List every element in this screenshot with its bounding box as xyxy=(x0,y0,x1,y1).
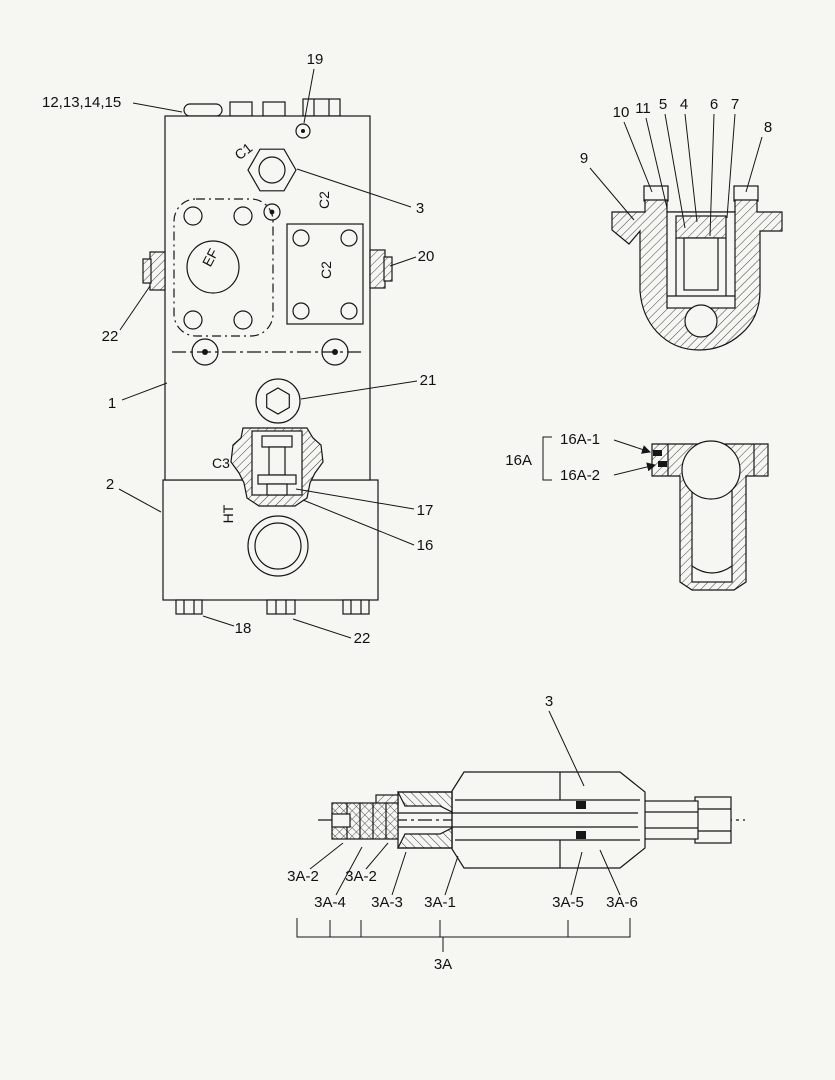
callout-19: 19 xyxy=(307,51,324,68)
port-label-c3: C3 xyxy=(212,455,230,471)
callout-22-bottom: 22 xyxy=(354,630,371,647)
callout-3-cartridge: 3 xyxy=(545,693,553,710)
callout-3a-bracket xyxy=(296,918,631,952)
hole-19 xyxy=(295,123,311,139)
ef-port-circle xyxy=(186,240,240,294)
clamp-seal-16a-2 xyxy=(658,461,667,467)
callout-16a: 16A xyxy=(505,452,532,469)
main-valve-block-view: C1 C2 C2 EF C3 HT 12,13,14,15 19 3 20 22… xyxy=(42,51,436,647)
section-poppet xyxy=(683,237,719,291)
cartridge-stem-right xyxy=(637,800,699,840)
callout-3a-3: 3A-3 xyxy=(371,894,403,911)
callout-12-13-14-15: 12,13,14,15 xyxy=(42,94,121,111)
callout-21: 21 xyxy=(420,372,437,389)
callout-2: 2 xyxy=(106,476,114,493)
section-ball xyxy=(684,304,718,338)
section-view: 9 10 11 5 4 6 7 8 xyxy=(580,96,783,351)
callout-5: 5 xyxy=(659,96,667,113)
callout-16a-bracket xyxy=(542,436,552,481)
port-label-c2-plate: C2 xyxy=(318,261,334,279)
right-port-item-20 xyxy=(369,249,393,289)
callout-3a-group: 3A xyxy=(434,956,452,973)
callout-9: 9 xyxy=(580,150,588,167)
c3-valve-section xyxy=(230,427,324,507)
callout-18: 18 xyxy=(235,620,252,637)
top-bolt-oval xyxy=(183,103,223,117)
callout-11: 11 xyxy=(635,100,651,117)
clamp-bore-circle xyxy=(681,440,741,500)
mount-hole-left xyxy=(191,338,219,366)
gasket-hole xyxy=(183,310,203,330)
section-bolt-right xyxy=(733,185,759,202)
callout-10: 10 xyxy=(613,104,630,121)
cartridge-seal-bottom xyxy=(576,831,586,839)
port-label-c2-top: C2 xyxy=(316,191,332,209)
main-view-callouts: 12,13,14,15 19 3 20 22 1 21 17 16 2 18 2… xyxy=(42,51,436,647)
cartridge-hex-end xyxy=(694,796,732,844)
top-bolt-b xyxy=(262,101,286,117)
clamp-fitting-view: 16A 16A-1 16A-2 xyxy=(505,431,769,591)
callout-8: 8 xyxy=(764,119,772,136)
callout-1: 1 xyxy=(108,395,116,412)
top-bolt-a xyxy=(229,101,253,117)
callout-4: 4 xyxy=(680,96,688,113)
callout-3a-6: 3A-6 xyxy=(606,894,638,911)
callout-3a-2-right: 3A-2 xyxy=(345,868,377,885)
callout-3a-4: 3A-4 xyxy=(314,894,346,911)
callout-16: 16 xyxy=(417,537,434,554)
c1-plug xyxy=(247,148,297,192)
callout-3a-5: 3A-5 xyxy=(552,894,584,911)
cartridge-seal-top xyxy=(576,801,586,809)
left-port-item-22 xyxy=(142,251,166,291)
callout-3a-1: 3A-1 xyxy=(424,894,456,911)
callout-3: 3 xyxy=(416,200,424,217)
callout-16a-2: 16A-2 xyxy=(560,467,600,484)
gasket-outline xyxy=(173,198,274,337)
gasket-hole xyxy=(183,206,203,226)
clamp-seal-16a-1 xyxy=(653,450,662,456)
port-label-ef: EF xyxy=(199,246,222,269)
cartridge-adapter-nut xyxy=(397,791,453,849)
callout-22-left: 22 xyxy=(102,328,119,345)
gasket-hole xyxy=(233,206,253,226)
c2-plate xyxy=(286,223,364,325)
callout-17: 17 xyxy=(417,502,434,519)
callout-16a-1: 16A-1 xyxy=(560,431,600,448)
clamp-view-callouts: 16A 16A-1 16A-2 xyxy=(505,431,656,484)
cartridge-adjuster xyxy=(331,802,399,840)
cartridge-valve-view: 3 3A-2 3A-2 3A-4 3A-3 3A-1 3A-5 3A-6 xyxy=(287,693,745,973)
plug-21 xyxy=(255,378,301,424)
mount-hole-right xyxy=(321,338,349,366)
callout-3a-2-left: 3A-2 xyxy=(287,868,319,885)
section-view-callouts: 9 10 11 5 4 6 7 8 xyxy=(580,96,772,237)
cartridge-body xyxy=(451,771,646,869)
callout-6: 6 xyxy=(710,96,718,113)
gasket-hole xyxy=(233,310,253,330)
port-label-ht: HT xyxy=(220,504,236,523)
clamp-bore-bottom xyxy=(691,565,733,574)
callout-20: 20 xyxy=(418,248,435,265)
cartridge-view-callouts: 3 3A-2 3A-2 3A-4 3A-3 3A-1 3A-5 3A-6 xyxy=(287,693,638,973)
bottom-bolts xyxy=(175,599,370,615)
top-hex-bolt xyxy=(302,98,341,117)
ht-port-circle xyxy=(247,515,309,577)
callout-7: 7 xyxy=(731,96,739,113)
